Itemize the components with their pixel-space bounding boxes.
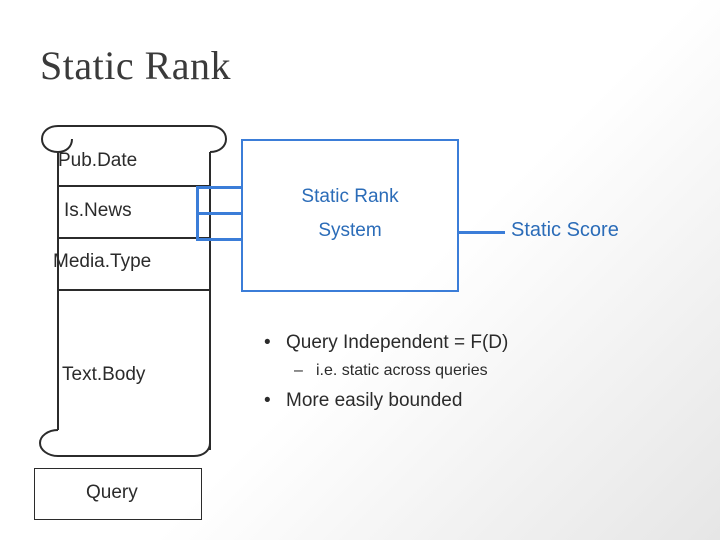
static-rank-system-box (241, 139, 459, 292)
bullet-list: Query Independent = F(D) i.e. static acr… (258, 332, 688, 420)
connector-pub-date (196, 186, 242, 189)
static-score-label: Static Score (511, 219, 619, 241)
bullet-item-1: Query Independent = F(D) (258, 332, 688, 354)
document-field-pub-date: Pub.Date (58, 150, 138, 171)
document-field-media-type: Media.Type (53, 251, 152, 272)
static-rank-system-label: Static Rank System (241, 180, 459, 248)
document-scroll-outline (34, 112, 230, 460)
system-label-line-1: Static Rank (301, 186, 399, 207)
document-field-text-body: Text.Body (62, 364, 146, 385)
connector-is-news (196, 212, 242, 215)
query-box (34, 468, 202, 520)
bullet-item-2: i.e. static across queries (258, 362, 688, 380)
connector-static-score (459, 231, 505, 234)
query-box-label: Query (86, 482, 138, 503)
bullet-item-3: More easily bounded (258, 390, 688, 412)
connector-media-type (196, 238, 242, 241)
system-label-line-2: System (318, 220, 382, 242)
document-field-is-news: Is.News (64, 200, 132, 221)
page-title: Static Rank (40, 43, 232, 88)
